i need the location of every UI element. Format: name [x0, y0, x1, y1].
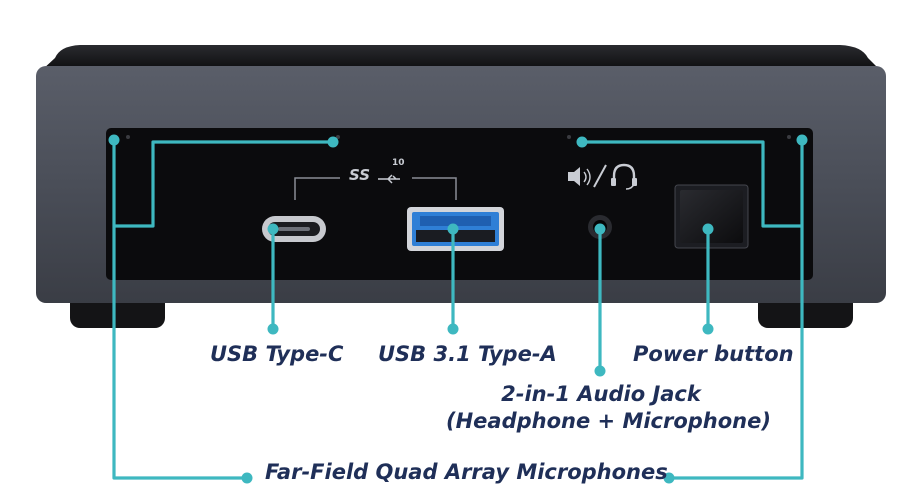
- label-usb-type-c: USB Type-C: [210, 342, 344, 366]
- callout-dot-audio-bottom: [594, 365, 606, 377]
- headset-icon: [612, 163, 636, 183]
- superspeed-logo-text: SS: [349, 166, 371, 184]
- label-audio-jack-line1: 2-in-1 Audio Jack: [501, 382, 701, 406]
- mic-hole-1: [126, 135, 130, 139]
- callout-dot-mics-right: [663, 472, 675, 484]
- headset-mic: [625, 183, 635, 190]
- callout-line-mics-left-branch: [114, 140, 333, 228]
- callout-dot-usb-a-top: [447, 223, 459, 235]
- label-microphones: Far-Field Quad Array Microphones: [265, 460, 668, 484]
- callout-dot-usb-c-bottom: [267, 323, 279, 335]
- mic-hole-4: [787, 135, 791, 139]
- headset-earcup-left: [611, 178, 616, 186]
- callout-dot-mic-3: [576, 136, 588, 148]
- label-audio-jack: 2-in-1 Audio Jack (Headphone + Microphon…: [446, 381, 771, 435]
- callout-dot-mics-left: [241, 472, 253, 484]
- mic-hole-3: [567, 135, 571, 139]
- callout-line-mics-right-branch: [582, 140, 802, 228]
- callout-dot-mic-4: [796, 134, 808, 146]
- callout-line-mics-left: [112, 140, 247, 480]
- speaker-icon: [568, 167, 580, 186]
- mic-hole-2: [336, 135, 340, 139]
- chassis-top: [42, 45, 880, 70]
- callout-dot-usb-a-bottom: [447, 323, 459, 335]
- callout-dot-power-top: [702, 223, 714, 235]
- callout-line-mics-right: [669, 140, 804, 480]
- usb-c-port-tongue: [278, 227, 310, 231]
- callout-dot-usb-c-top: [267, 223, 279, 235]
- usb-a-port-tongue: [420, 216, 491, 226]
- usb-a-port-cavity: [416, 230, 495, 242]
- usb-trident-icon: [378, 174, 400, 184]
- slash-divider: [593, 164, 607, 188]
- callout-dot-mic-2: [327, 136, 339, 148]
- usb-bracket: [294, 177, 457, 200]
- callout-dot-power-bottom: [702, 323, 714, 335]
- callout-dot-audio-top: [594, 223, 606, 235]
- label-usb-type-a: USB 3.1 Type-A: [378, 342, 557, 366]
- callout-dot-mic-1: [108, 134, 120, 146]
- label-power-button: Power button: [633, 342, 794, 366]
- superspeed-gen-marking: 10: [392, 158, 405, 168]
- power-button: [680, 190, 743, 243]
- label-audio-jack-line2: (Headphone + Microphone): [446, 409, 771, 433]
- speaker-waves-icon: [583, 168, 591, 186]
